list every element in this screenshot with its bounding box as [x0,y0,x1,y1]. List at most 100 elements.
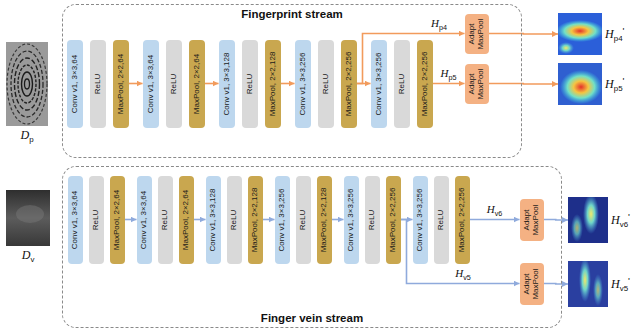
feature-arrow [194,219,206,221]
layer-label: Conv v1, 3×3,128 [223,52,231,115]
maxpool-layer: MaxPool, 2×2,128 [265,40,281,128]
conv-layer: Conv v1, 3×3,256 [344,176,359,264]
heatmap-image [558,63,602,105]
layer-label: Conv v1, 3×3,256 [416,188,424,251]
feature-arrow [129,83,143,85]
maxpool-layer: MaxPool, 2×2,256 [386,176,401,264]
adaptive-maxpool: Adapt MaxPool [520,199,544,241]
conv-layer: Conv v1, 3×3,64 [67,40,83,128]
heatmap-image [558,13,602,55]
heat-ground [558,63,602,105]
layer-label: ReLU [94,73,102,93]
layer-label: Adapt MaxPool [468,66,486,102]
layer-label: MaxPool, 2×2,128 [269,51,277,116]
layer-label: MaxPool, 2×2,256 [421,51,429,116]
ridge [15,58,40,110]
ridge [22,72,33,96]
layer-label: Adapt MaxPool [523,266,541,302]
heatmap-output: Hv5' [568,261,608,307]
relu-layer: ReLU [394,40,410,128]
layer-label: MaxPool, 2×2,64 [193,53,201,113]
conv-layer: Conv v1, 3×3,64 [137,176,152,264]
layer-label: Conv v1, 3×3,128 [209,188,217,251]
maxpool-layer: MaxPool, 2×2,256 [455,176,470,264]
stream-title: Fingerprint stream [63,8,521,20]
layer-label: MaxPool, 2×2,256 [345,51,353,116]
heat-spot [593,274,603,306]
feature-label: Hv6 [486,203,504,218]
layer-label: Conv v1, 3×3,64 [71,54,79,112]
conv-layer: Conv v1, 3×3,128 [206,176,221,264]
feature-arrow [470,219,520,221]
feature-label: Hp4 [430,17,448,32]
feature-arrow [205,83,219,85]
conv-layer: Conv v1, 3×3,256 [275,176,290,264]
feature-label: Hv5 [454,267,472,282]
feature-arrow [544,283,569,285]
heatmap-output: Hp4' [558,13,602,55]
feature-arrow [544,219,569,221]
relu-layer: ReLU [166,40,182,128]
maxpool-layer: MaxPool, 2×2,64 [179,176,194,264]
layer-label: Conv v1, 3×3,64 [71,190,79,248]
maxpool-layer: MaxPool, 2×2,256 [417,40,433,128]
finger-vein-image [6,190,50,246]
layer-label: ReLU [368,209,376,229]
layer-label: MaxPool, 2×2,128 [251,187,259,252]
layer-label: Conv v1, 3×3,256 [278,188,286,251]
heatmap-image [568,261,608,307]
heat-spot [558,20,602,42]
adaptive-maxpool: Adapt MaxPool [465,14,489,54]
layer-label: Adapt MaxPool [468,16,486,52]
ridge [11,51,43,117]
conv-layer: Conv v1, 3×3,256 [295,40,311,128]
conv-layer: Conv v1, 3×3,64 [68,176,83,264]
layer-label: Conv v1, 3×3,256 [375,52,383,115]
image-ground [6,42,48,126]
heat-spot [571,214,583,242]
output-label: Hp5' [605,75,624,92]
layer-label: Conv v1, 3×3,256 [347,188,355,251]
conv-layer: Conv v1, 3×3,256 [413,176,428,264]
ridge [18,65,36,103]
layer-label: ReLU [161,209,169,229]
relu-layer: ReLU [227,176,242,264]
layer-label: Conv v1, 3×3,64 [140,190,148,248]
output-label: Hp4' [605,25,624,42]
layer-label: MaxPool, 2×2,256 [389,187,397,252]
layer-label: ReLU [322,73,330,93]
layer-label: MaxPool, 2×2,128 [320,187,328,252]
relu-layer: ReLU [89,176,104,264]
maxpool-layer: MaxPool, 2×2,64 [110,176,125,264]
relu-layer: ReLU [90,40,106,128]
heat-spot [560,70,602,104]
layer-label: ReLU [246,73,254,93]
layer-label: MaxPool, 2×2,64 [117,53,125,113]
fingerprint-image [6,42,48,126]
heatmap-image [568,197,608,243]
relu-layer: ReLU [318,40,334,128]
feature-arrow [332,219,344,221]
vein-shade [16,205,44,223]
layer-label: MaxPool, 2×2,64 [113,189,121,249]
adaptive-maxpool: Adapt MaxPool [465,64,489,104]
maxpool-layer: MaxPool, 2×2,64 [189,40,205,128]
heat-spot [583,197,599,234]
layer-label: ReLU [230,209,238,229]
ridge [25,79,30,89]
input-label: Dv [22,248,35,264]
layer-label: ReLU [92,209,100,229]
layer-label: MaxPool, 2×2,64 [182,189,190,249]
conv-layer: Conv v1, 3×3,256 [371,40,387,128]
feature-arrow [489,83,559,85]
layer-label: Adapt MaxPool [523,202,541,238]
layer-label: ReLU [299,209,307,229]
adaptive-maxpool: Adapt MaxPool [520,263,544,305]
layer-label: ReLU [170,73,178,93]
relu-layer: ReLU [434,176,449,264]
feature-label: Hp5 [440,67,458,82]
layer-label: ReLU [398,73,406,93]
